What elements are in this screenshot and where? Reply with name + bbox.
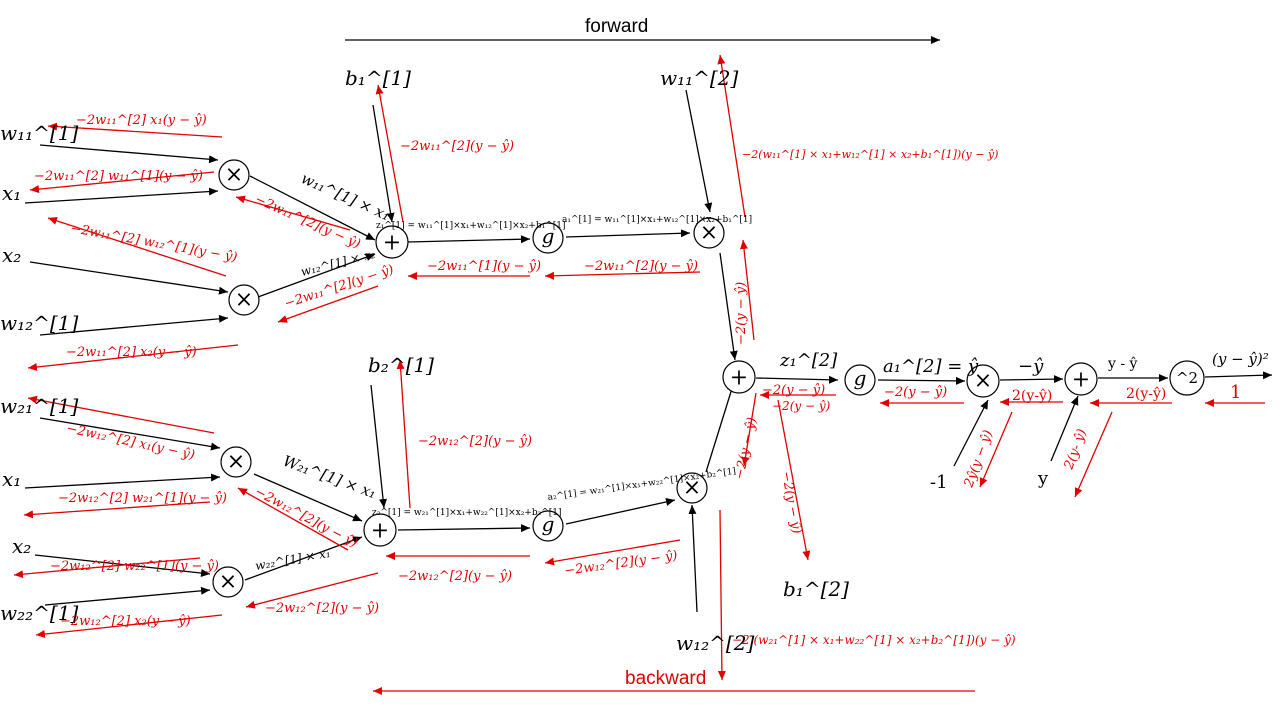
svg-text:g: g [542, 224, 555, 248]
mul-node-bot-1: × [220, 446, 252, 478]
backward-edges [13, 54, 1265, 681]
mul-node-top-1: × [218, 159, 250, 191]
grad-mul3-in: −2w₁₂^[2](y − ŷ) [252, 484, 360, 551]
grad-b1-1: −2w₁₁^[2](y − ŷ) [400, 139, 514, 154]
var-w12-1: w₁₂^[1] [0, 311, 78, 335]
add-node-loss: + [1064, 362, 1098, 396]
grad-g2: −2w₁₂^[2](y − ŷ) [563, 548, 678, 579]
svg-text:×: × [700, 221, 718, 246]
label-a1-1: a₁^[1] = w₁₁^[1]×x₁+w₁₂^[1]×x₂+b₁^[1] [562, 215, 752, 225]
label-z1-1: z₁^[1] = w₁₁^[1]×x₁+w₁₂^[1]×x₂+b₁^[1] [376, 221, 566, 231]
label-neg-yhat: −ŷ [1018, 356, 1044, 377]
grad-neg-one: 2ŷ(y − ŷ) [961, 428, 996, 490]
label-W21x1: W₂₁^[1] × x₁ [281, 452, 379, 502]
svg-text:+: + [383, 231, 401, 256]
svg-text:+: + [371, 519, 389, 544]
svg-text:g: g [854, 366, 867, 390]
svg-text:+: + [730, 366, 748, 391]
grad-w12-1: −2w₁₁^[2] x₂(y − ŷ) [66, 345, 197, 360]
grad-x2-top: −2w₁₁^[2] w₁₂^[1](y − ŷ) [69, 221, 238, 265]
mul-node-w12-2: × [676, 472, 708, 504]
mul-node-neg: × [966, 364, 1000, 398]
square-node: ^2 [1169, 360, 1205, 396]
square-symbol: ^2 [1176, 369, 1198, 387]
var-b1-1: b₁^[1] [345, 66, 411, 90]
grad-w22-1: −2w₁₂^[2] x₂(y − ŷ) [60, 614, 191, 629]
forward-label: forward [585, 16, 648, 37]
svg-text:×: × [227, 450, 245, 475]
grad-w11-2: −2(w₁₁^[1] × x₁+w₁₂^[1] × x₂+b₁^[1])(y −… [742, 148, 998, 161]
svg-text:×: × [235, 288, 253, 313]
svg-text:g: g [542, 512, 555, 536]
grad-w12-2: −2 (w₂₁^[1] × x₁+w₂₂^[1] × x₂+b₂^[1])(y … [732, 633, 1016, 647]
grad-w11-1: −2w₁₁^[2] x₁(y − ŷ) [76, 113, 207, 128]
var-w11-2: w₁₁^[2] [660, 66, 738, 90]
grad-mul-top-out: −2(y − ŷ) [734, 282, 749, 345]
var-x1-top: x₁ [2, 181, 21, 205]
grad-b2-1: −2w₁₂^[2](y − ŷ) [418, 434, 532, 449]
grad-mul-final: 2(y-ŷ) [1012, 387, 1052, 404]
svg-text:×: × [219, 570, 237, 595]
grad-b1-2: −2(y − ŷ) [778, 470, 804, 535]
var-b2-1: b₂^[1] [368, 353, 434, 377]
grad-add2: −2w₁₂^[2](y − ŷ) [398, 569, 512, 584]
svg-text:+: + [1072, 368, 1090, 393]
grad-mul-bot-out: −2(y − ŷ) [732, 416, 760, 481]
var-y: y [1037, 468, 1049, 489]
label-z2-1: z₂^[1] = w₂₁^[1]×x₁+w₂₂^[1]×x₂+b₂^[1] [372, 508, 562, 518]
grad-w21-1: −2w₁₂^[2] x₁(y − ŷ) [65, 421, 196, 463]
label-y-minus-yhat: y - ŷ [1107, 355, 1138, 372]
var-b1-2: b₁^[2] [783, 577, 849, 601]
activation-node-output: g [844, 364, 876, 396]
var-w21-1: w₂₁^[1] [0, 394, 78, 418]
grad-add-last: 2(y-ŷ) [1126, 385, 1166, 402]
grad-mul4-in: −2w₁₂^[2](y − ŷ) [265, 601, 379, 616]
grad-x1-top: −2w₁₁^[2] w₁₁^[1](y − ŷ) [34, 169, 203, 184]
var-x2-top: x₂ [2, 243, 21, 267]
var-w12-2: w₁₂^[2] [676, 631, 754, 655]
grad-add-final-b: −2(y − ŷ) [772, 399, 831, 413]
mul-node-w11-2: × [693, 217, 725, 249]
var-w11-1: w₁₁^[1] [0, 121, 78, 145]
activation-node-top: g [532, 222, 564, 254]
grad-add1: −2w₁₁^[1](y − ŷ) [427, 259, 541, 274]
var-w22-1: w₂₂^[1] [0, 601, 78, 625]
add-node-bot: + [363, 513, 397, 547]
add-node-top: + [375, 225, 409, 259]
grad-y: 2(y- ŷ) [1061, 427, 1090, 472]
grad-g-final: −2(y − ŷ) [884, 385, 947, 400]
mul-node-top-2: × [228, 284, 260, 316]
grad-loss: 1 [1230, 382, 1241, 403]
grad-x1-bot: −2w₁₂^[2] w₂₁^[1](y − ŷ) [58, 491, 227, 506]
var-neg-one: -1 [930, 472, 948, 493]
backward-label: backward [625, 668, 706, 689]
grad-g1: −2w₁₁^[2](y − ŷ) [584, 259, 698, 274]
forward-edges [24, 89, 1273, 613]
svg-text:×: × [683, 476, 701, 501]
grad-x2-bot: −2w₁₂^[2] w₂₂^[1](y − ŷ) [50, 559, 219, 574]
label-z1-2: z₁^[2] [779, 350, 838, 371]
label-loss: (y − ŷ)² [1212, 350, 1269, 368]
add-node-output: + [722, 360, 756, 394]
var-x1-bot: x₁ [2, 467, 21, 491]
var-x2-bot: x₂ [12, 534, 31, 558]
grad-add-final-a: −2(y − ŷ) [762, 383, 825, 398]
activation-node-bot: g [532, 510, 564, 542]
svg-text:×: × [225, 163, 243, 188]
mul-node-bot-2: × [212, 566, 244, 598]
label-a2-1: a₂^[1] = w₂₁^[1]×x₁+w₂₂^[1]×x₂+b₂^[1] [547, 467, 737, 503]
label-w22x1: w₂₂^[1] × x₁ [254, 546, 331, 573]
svg-text:×: × [974, 369, 992, 394]
label-a1-2: a₁^[2] = ŷ [883, 356, 979, 377]
